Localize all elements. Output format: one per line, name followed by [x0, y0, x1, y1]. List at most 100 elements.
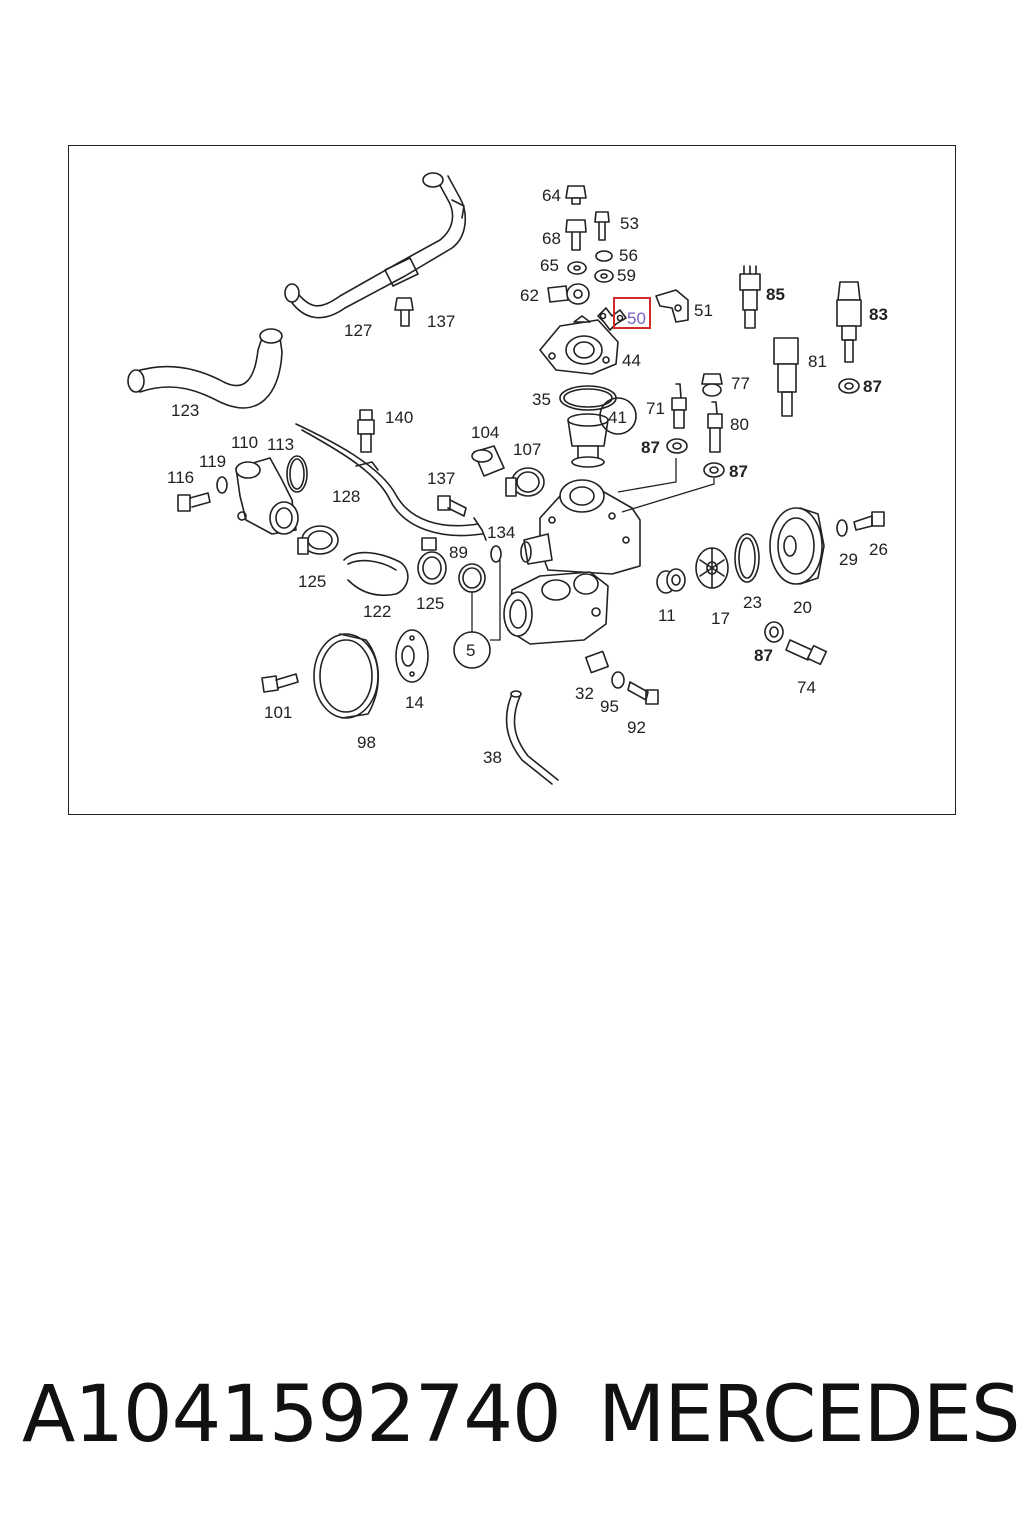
part-35-oring	[559, 385, 617, 411]
part-41-thermostat	[567, 413, 609, 468]
part-68-bolt	[565, 219, 587, 251]
part-81-sensor	[773, 337, 799, 417]
part-80-sensor	[707, 401, 723, 453]
part-64-bolt	[565, 185, 587, 205]
part-17-impeller	[695, 547, 729, 589]
part-83-sensor	[836, 281, 862, 363]
label-89[interactable]: 89	[449, 543, 468, 562]
label-83[interactable]: 83	[869, 305, 888, 324]
label-122[interactable]: 122	[363, 602, 391, 621]
label-87-lower[interactable]: 87	[754, 646, 773, 665]
label-128[interactable]: 128	[332, 487, 360, 506]
part-38-hose	[505, 690, 559, 785]
label-113[interactable]: 113	[267, 435, 294, 454]
label-80[interactable]: 80	[730, 415, 749, 434]
label-137-top[interactable]: 137	[427, 312, 455, 331]
label-51[interactable]: 51	[694, 301, 713, 320]
part-140-valve	[357, 409, 375, 453]
part-water-pump	[503, 571, 609, 645]
leader-71	[617, 458, 677, 493]
label-85[interactable]: 85	[766, 285, 785, 304]
label-77[interactable]: 77	[731, 374, 750, 393]
label-137-mid[interactable]: 137	[427, 469, 455, 488]
part-23-gasket	[734, 533, 760, 583]
label-123[interactable]: 123	[171, 401, 199, 420]
part-137-bolt-mid	[437, 495, 467, 517]
label-98[interactable]: 98	[357, 733, 376, 752]
part-51-bracket	[655, 289, 689, 323]
part-104-hose-end	[471, 445, 505, 477]
label-14[interactable]: 14	[405, 693, 424, 712]
leader-80	[621, 478, 715, 513]
part-107-clamp	[505, 467, 545, 497]
part-125-clamp-lower	[417, 537, 447, 585]
part-77-plug	[701, 373, 723, 397]
part-56-washer	[595, 250, 613, 262]
part-113-oring	[286, 455, 308, 493]
label-119[interactable]: 119	[199, 452, 226, 471]
label-26[interactable]: 26	[869, 540, 888, 559]
label-95[interactable]: 95	[600, 697, 619, 716]
label-110[interactable]: 110	[231, 433, 258, 452]
highlight-box-50	[613, 297, 651, 329]
label-104[interactable]: 104	[471, 423, 499, 442]
label-116[interactable]: 116	[167, 468, 194, 487]
part-thermostat-housing	[520, 479, 641, 575]
label-62[interactable]: 62	[520, 286, 539, 305]
part-50-bracket	[597, 307, 627, 331]
callout-41-circle	[599, 397, 637, 435]
label-5[interactable]: 5	[466, 641, 475, 660]
label-107[interactable]: 107	[513, 440, 541, 459]
label-53[interactable]: 53	[620, 214, 639, 233]
label-81[interactable]: 81	[808, 352, 827, 371]
label-29[interactable]: 29	[839, 550, 858, 569]
label-50[interactable]: 50	[627, 309, 646, 328]
callout-5-leader2	[490, 560, 501, 641]
part-65-washer	[567, 261, 587, 275]
label-134[interactable]: 134	[487, 523, 515, 542]
part-92-bolt	[627, 681, 659, 705]
label-11[interactable]: 11	[658, 606, 676, 625]
label-71[interactable]: 71	[646, 399, 665, 418]
part-87-washer-mid2	[703, 462, 725, 478]
part-87-washer-mid	[666, 438, 688, 454]
brand-name: MERCEDES	[598, 1370, 1020, 1460]
label-20[interactable]: 20	[793, 598, 812, 617]
part-89-oring	[458, 563, 486, 593]
label-68[interactable]: 68	[542, 229, 561, 248]
part-87-washer	[838, 378, 860, 394]
part-128-pipe	[295, 423, 487, 541]
label-125-upper[interactable]: 125	[298, 572, 326, 591]
label-59[interactable]: 59	[617, 266, 636, 285]
label-101[interactable]: 101	[264, 703, 292, 722]
part-14-hub	[395, 629, 429, 683]
label-23[interactable]: 23	[743, 593, 762, 612]
part-134-oring	[490, 545, 502, 563]
label-87-right[interactable]: 87	[863, 377, 882, 396]
part-122-hose	[343, 551, 409, 596]
part-44-housing-cover	[539, 315, 619, 375]
label-125-lower[interactable]: 125	[416, 594, 444, 613]
label-56[interactable]: 56	[619, 246, 638, 265]
part-127-pipe	[284, 172, 467, 319]
label-65[interactable]: 65	[540, 256, 559, 275]
label-35[interactable]: 35	[532, 390, 551, 409]
label-64[interactable]: 64	[542, 186, 561, 205]
part-62-fitting	[547, 283, 590, 305]
label-87-mid2[interactable]: 87	[729, 462, 748, 481]
label-74[interactable]: 74	[797, 678, 816, 697]
label-127[interactable]: 127	[344, 321, 372, 340]
label-41[interactable]: 41	[608, 408, 627, 427]
part-32-bushing	[585, 650, 609, 674]
part-85-sensor	[739, 265, 761, 329]
part-110-housing	[235, 457, 299, 535]
label-87-mid[interactable]: 87	[641, 438, 660, 457]
label-92[interactable]: 92	[627, 718, 646, 737]
label-17[interactable]: 17	[711, 609, 730, 628]
part-87-washer-lower	[764, 621, 784, 643]
label-32[interactable]: 32	[575, 684, 594, 703]
label-38[interactable]: 38	[483, 748, 502, 767]
label-44[interactable]: 44	[622, 351, 641, 370]
label-140[interactable]: 140	[385, 408, 413, 427]
